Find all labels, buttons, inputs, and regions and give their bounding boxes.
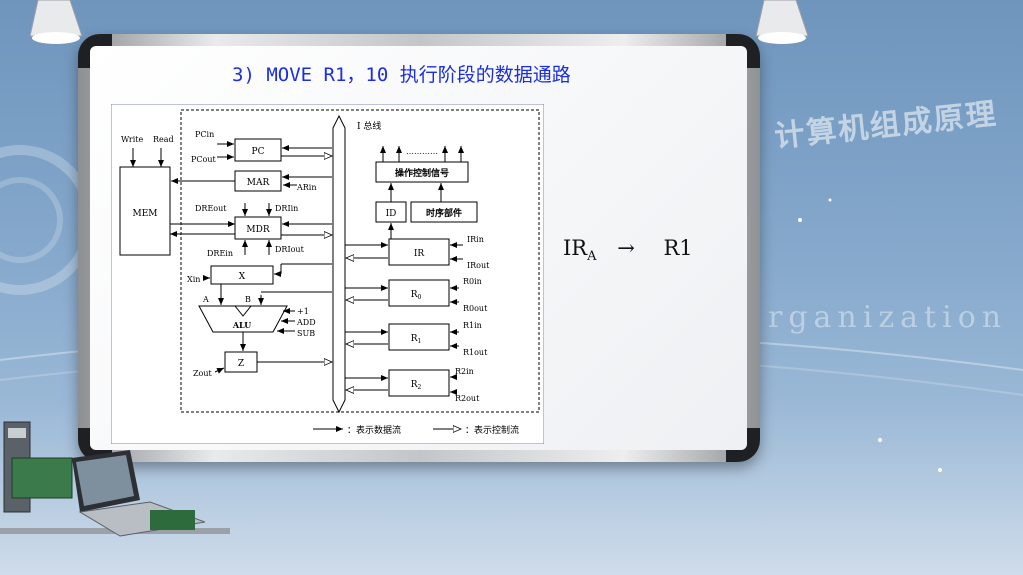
pcin-label: PCin [195,130,214,139]
plus1-label: +1 [297,307,309,316]
alu-label: ALU [232,320,251,330]
control-signal-label: 操作控制信号 [395,167,449,179]
lamp-left-icon [30,0,83,44]
transfer-equation: IRA → R1 [563,236,693,264]
r0-label: R0 [411,290,422,301]
computer-equipment-image [3,421,205,537]
bus-label: I 总线 [357,120,381,132]
r1out-label: R1out [463,348,488,357]
eq-source: IR [563,236,588,260]
irin-label: IRin [467,235,484,244]
r0in-label: R0in [463,277,482,286]
mar-box [234,170,282,192]
alu-shape [198,305,288,333]
write-label: Write [121,135,143,144]
r2out-label: R2out [455,394,480,403]
r2-label: R2 [411,380,422,391]
drein-label: DREin [207,249,233,258]
legend-data-label: ：表示数据流 [347,424,401,436]
r0out-label: R0out [463,304,488,313]
drout-label: DRIout [275,245,305,254]
xin-label: Xin [187,275,200,284]
lamp-right-icon [755,0,809,44]
ir-label: IR [414,249,425,259]
mar-label: MAR [247,178,270,188]
mdr-box [234,216,282,240]
ir-box [388,238,450,266]
pcout-label: PCout [191,155,216,164]
r0-box [388,279,450,307]
mem-label: MEM [132,209,157,219]
control-dots: ………… [406,147,438,156]
r2in-label: R2in [455,367,474,376]
r1-label: R1 [411,334,422,345]
eq-arrow: → [617,236,635,260]
r1-box [388,323,450,351]
arin-label: ARin [296,183,317,192]
r1in-label: R1in [463,321,482,330]
subject-watermark: 计算机组成原理 [772,96,1000,155]
sub-label: SUB [297,329,315,338]
pc-label: PC [252,147,265,157]
internal-bus: I 总线 [332,114,381,414]
control-signal-box [375,161,469,183]
timing-label: 时序部件 [426,207,462,219]
x-register-label: X [239,272,246,282]
zout-label: Zout [193,369,213,378]
add-label: ADD [296,318,316,327]
z-register-label: Z [238,359,244,369]
diagram-border [111,104,544,444]
pc-box [234,138,282,162]
datapath-diagram: I 总线 MEM Write Read PC PCin PCout MAR AR… [111,104,544,444]
timing-box [410,201,478,223]
drin-label: DRIin [275,204,298,213]
legend-control-label: ：表示控制流 [465,424,519,436]
mdr-label: MDR [246,225,269,235]
r2-box [388,369,450,397]
x-register-box [210,265,274,285]
slide-title: 3) MOVE R1，10 执行阶段的数据通路 [232,64,571,86]
alu-a-label: A [202,295,209,304]
dreout-label: DREout [195,204,227,213]
eq-source-sub: A [587,249,597,265]
alu-b-label: B [245,295,251,304]
irout-label: IRout [467,261,490,270]
read-label: Read [153,135,174,144]
english-watermark: rganization [768,300,1008,335]
id-label: ID [386,209,397,219]
eq-destination: R1 [663,236,693,260]
mem-box [119,166,171,256]
